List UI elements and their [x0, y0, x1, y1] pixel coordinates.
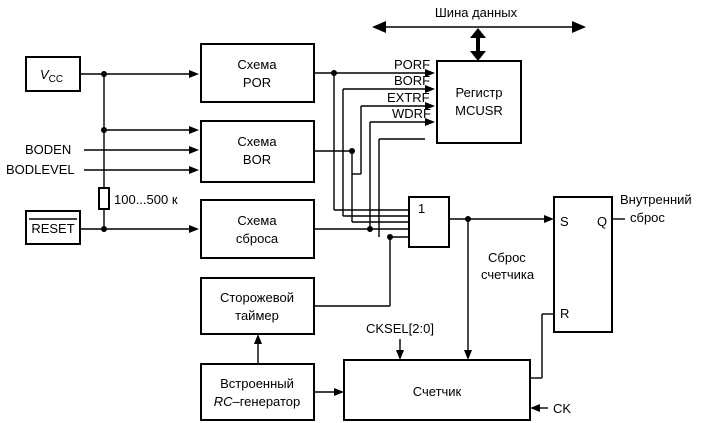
counter-reset-label-line1: Сброс [488, 250, 526, 265]
bus-connection-arrow-up [470, 28, 486, 38]
junction-dot [101, 127, 107, 133]
data-bus-arrow-left [372, 21, 386, 33]
flipflop-q-label: Q [597, 214, 607, 229]
extrf-label: EXTRF [387, 90, 430, 105]
reset-pin-box: RESET [25, 210, 81, 245]
junction-dot [101, 71, 107, 77]
svg-text:RC–генератор: RC–генератор [214, 394, 301, 409]
output-label-line2: сброс [630, 210, 665, 225]
data-bus-arrow-right [572, 21, 586, 33]
svg-text:VCC: VCC [40, 67, 63, 85]
resistor-label: 100...500 к [114, 192, 178, 207]
junction-dot [331, 70, 337, 76]
junction-dot [367, 226, 373, 232]
watchdog-timer-box: Сторожевой таймер [200, 277, 315, 335]
junction-dot [101, 226, 107, 232]
or-gate-box: 1 [408, 196, 450, 248]
reset-circuit-box: Схема сброса [200, 199, 315, 259]
cksel-arrow [396, 350, 404, 360]
bor-circuit-box: Схема BOR [200, 120, 315, 183]
flipflop-s-label: S [560, 214, 569, 229]
counter-reset-label-line2: счетчика [481, 267, 535, 282]
rc-to-counter-arrow [334, 388, 344, 396]
wdrf-label: WDRF [392, 106, 431, 121]
sr-flipflop-box: S Q R [553, 196, 613, 333]
junction-dot [349, 148, 355, 154]
pullup-resistor [98, 187, 110, 210]
junction-dot [387, 234, 393, 240]
rc-osc-label-rc: RC [214, 394, 233, 409]
borf-label: BORF [394, 73, 430, 88]
counter-reset-arrow [464, 350, 472, 360]
data-bus-label: Шина данных [435, 5, 518, 20]
bodlevel-arrow [189, 166, 199, 174]
borf-arrow [425, 85, 435, 93]
register-label-line1: Регистр [455, 85, 502, 100]
por-label-line1: Схема [237, 57, 277, 72]
rc-to-watchdog-arrow [254, 334, 262, 344]
vcc-subscript: CC [49, 74, 63, 85]
or-gate-label: 1 [418, 201, 425, 216]
vcc-box: VCC [25, 56, 81, 92]
rc-osc-label-rest: –генератор [233, 394, 301, 409]
wdrf-arrow [425, 118, 435, 126]
bor-label-line1: Схема [237, 134, 277, 149]
rc-osc-label-line1: Встроенный [220, 376, 294, 391]
flipflop-r-label: R [560, 306, 569, 321]
por-label-line2: POR [243, 75, 271, 90]
mcusr-register-box: Регистр MCUSR [436, 60, 522, 144]
reset-circuit-label-line2: сброса [236, 231, 279, 246]
extrf-arrow [425, 102, 435, 110]
ck-arrow [530, 404, 540, 412]
bodlevel-label: BODLEVEL [6, 162, 75, 177]
ck-label: CK [553, 401, 571, 416]
vcc-to-por-arrow [189, 70, 199, 78]
output-label-line1: Внутренний [620, 192, 692, 207]
bus-connection-arrow-down [470, 51, 486, 61]
watchdog-label-line2: таймер [235, 308, 279, 323]
reset-circuit-label-line1: Схема [237, 213, 277, 228]
cksel-label: CKSEL[2:0] [366, 321, 434, 336]
porf-label: PORF [394, 57, 430, 72]
vcc-to-bor-arrow [189, 126, 199, 134]
rc-oscillator-box: Встроенный RC–генератор [200, 363, 315, 421]
por-circuit-box: Схема POR [200, 43, 315, 103]
bor-label-line2: BOR [243, 152, 271, 167]
register-label-line2: MCUSR [455, 103, 503, 118]
watchdog-label-line1: Сторожевой [220, 290, 294, 305]
counter-label: Счетчик [413, 384, 462, 399]
porf-arrow [425, 69, 435, 77]
reset-label: RESET [31, 221, 74, 236]
reset-to-circuit-arrow [189, 225, 199, 233]
boden-label: BODEN [25, 142, 71, 157]
vcc-label: V [40, 67, 50, 82]
counter-box: Счетчик [343, 359, 531, 421]
or-to-flipflop-arrow [544, 215, 554, 223]
boden-arrow [189, 146, 199, 154]
